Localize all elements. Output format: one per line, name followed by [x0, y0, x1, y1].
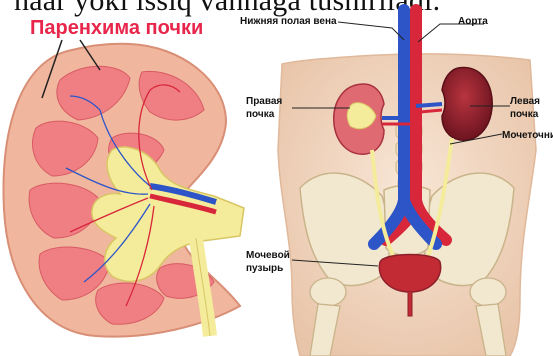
urethra [408, 292, 412, 316]
label-inferior-vena-cava: Нижняя полая вена [240, 16, 337, 27]
label-right-kidney: Правая [246, 96, 282, 107]
parenchyma-title: Паренхима почки [30, 17, 203, 39]
label-bladder-2: пузырь [246, 263, 283, 274]
label-aorta: Аорта [458, 16, 488, 27]
label-left-kidney: Левая [510, 96, 540, 107]
label-bladder: Мочевой [246, 250, 290, 261]
kidney-cross-section [4, 40, 244, 337]
label-right-kidney-2: почка [246, 109, 275, 120]
label-left-kidney-2: почка [510, 109, 539, 120]
urinary-system-figure [278, 10, 536, 356]
label-ureter: Мочеточник [502, 130, 553, 141]
